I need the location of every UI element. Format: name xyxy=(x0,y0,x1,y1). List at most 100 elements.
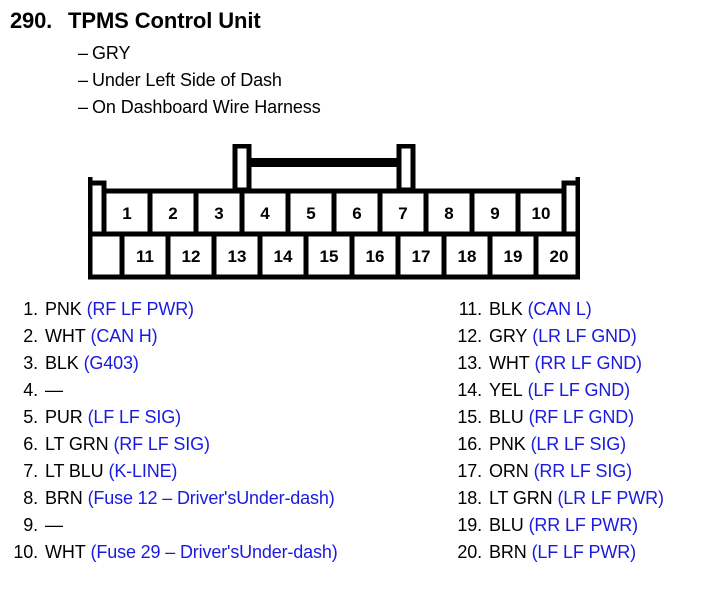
pin-assignment-number: 18. xyxy=(457,488,482,508)
pin-assignment-number: 4. xyxy=(23,380,38,400)
pin-assignment-row: 16.PNK(LR LF SIG) xyxy=(440,431,703,458)
pin-assignment-row: 17. ORN(RR LF SIG) xyxy=(440,458,703,485)
pin-assignment-row: 1. PNK(RF LF PWR) xyxy=(0,296,430,323)
pin-assignment-number: 15. xyxy=(457,407,482,427)
bullet-dash-icon: – xyxy=(78,43,88,63)
pin-wire-color: LT BLU xyxy=(45,461,104,481)
pin-assignment-row: 3.BLK(G403) xyxy=(0,350,430,377)
pin-wire-color: BLK xyxy=(45,353,79,373)
pin-assignment-row: 14. YEL(LF LF GND) xyxy=(440,377,703,404)
pin-list-right-column: 11.BLK(CAN L) 12. GRY(LR LF GND) 13.WHT(RR … xyxy=(440,296,703,566)
pin-circuit-description: (G403) xyxy=(83,353,139,373)
title-number: 290. xyxy=(10,8,53,33)
pin-circuit-description: (K-LINE) xyxy=(108,461,178,481)
pin-circuit-description: (CAN H) xyxy=(90,326,158,346)
pin-assignment-row: 2. WHT(CAN H) xyxy=(0,323,430,350)
pin-wire-color: PNK xyxy=(45,299,82,319)
pin-number-20: 20 xyxy=(550,247,569,266)
pin-assignment-row: 7. LT BLU(K-LINE) xyxy=(0,458,430,485)
pin-circuit-description: (LR LF PWR) xyxy=(557,488,664,508)
pin-circuit-description: (LF LF GND) xyxy=(527,380,631,400)
header-detail-text: GRY xyxy=(92,43,131,63)
pin-circuit-description: (RF LF PWR) xyxy=(86,299,194,319)
pin-assignment-number: 2. xyxy=(23,326,38,346)
pin-assignment-number: 7. xyxy=(23,461,38,481)
pin-assignment-row: 4. — xyxy=(0,377,430,404)
pin-wire-color: — xyxy=(45,380,63,400)
pin-circuit-description: (RR LF SIG) xyxy=(533,461,633,481)
pin-circuit-description: (LF LF PWR) xyxy=(531,542,637,562)
pin-wire-color: BRN xyxy=(489,542,527,562)
pin-assignment-row: 20. BRN(LF LF PWR) xyxy=(440,539,703,566)
bullet-dash-icon: – xyxy=(78,97,88,117)
pin-number-6: 6 xyxy=(352,204,361,223)
pin-assignment-number: 17. xyxy=(457,461,482,481)
pin-wire-color: PNK xyxy=(489,434,526,454)
pin-number-11: 11 xyxy=(136,247,154,266)
pin-wire-color: BLU xyxy=(489,407,524,427)
pin-wire-color: LT GRN xyxy=(489,488,553,508)
pin-wire-color: GRY xyxy=(489,326,528,346)
pin-circuit-description: (LR LF GND) xyxy=(532,326,637,346)
pin-assignment-row: 5. PUR(LF LF SIG) xyxy=(0,404,430,431)
pin-wire-color: BLU xyxy=(489,515,524,535)
pin-assignment-row: 13.WHT(RR LF GND) xyxy=(440,350,703,377)
pin-assignment-number: 8. xyxy=(23,488,38,508)
pin-assignment-number: 9. xyxy=(23,515,38,535)
header-detail-connector-color: –GRY xyxy=(78,43,130,64)
pin-assignment-number: 19. xyxy=(457,515,482,535)
pin-number-5: 5 xyxy=(306,204,315,223)
pin-assignment-number: 1. xyxy=(23,299,38,319)
pin-assignment-number: 10. xyxy=(13,542,38,562)
connector-bottom-row: 11 12 13 14 15 16 17 18 19 20 xyxy=(119,234,569,277)
pin-number-14: 14 xyxy=(274,247,293,266)
pin-circuit-description: (Fuse 29 – Driver'sUnder-dash) xyxy=(90,542,338,562)
pin-wire-color: LT GRN xyxy=(45,434,109,454)
pin-wire-color: PUR xyxy=(45,407,83,427)
pin-wire-color: BLK xyxy=(489,299,523,319)
pin-wire-color: YEL xyxy=(489,380,523,400)
title-text: TPMS Control Unit xyxy=(68,8,261,33)
pin-assignment-row: 15. BLU(RF LF GND) xyxy=(440,404,703,431)
header-detail-location: –Under Left Side of Dash xyxy=(78,70,282,91)
pin-number-19: 19 xyxy=(504,247,523,266)
pin-wire-color: BRN xyxy=(45,488,83,508)
pin-wire-color: — xyxy=(45,515,63,535)
pin-circuit-description: (RF LF GND) xyxy=(528,407,634,427)
pin-assignment-number: 20. xyxy=(457,542,482,562)
pin-assignment-number: 14. xyxy=(457,380,482,400)
pin-number-18: 18 xyxy=(458,247,477,266)
pin-assignment-number: 13. xyxy=(457,353,482,373)
pin-circuit-description: (LF LF SIG) xyxy=(87,407,182,427)
pin-wire-color: ORN xyxy=(489,461,529,481)
pin-assignment-number: 16. xyxy=(457,434,482,454)
pin-number-17: 17 xyxy=(412,247,431,266)
pin-assignment-number: 5. xyxy=(23,407,38,427)
pin-circuit-description: (RF LF SIG) xyxy=(113,434,210,454)
pin-assignment-row: 11.BLK(CAN L) xyxy=(440,296,703,323)
connector-diagram: 1 2 3 4 5 6 7 8 9 10 11 12 13 14 xyxy=(88,144,580,280)
pin-list-left-column: 1.PNK(RF LF PWR)2.WHT(CAN H)3.BLK(G403)4… xyxy=(0,296,430,566)
pin-number-12: 12 xyxy=(182,247,201,266)
pin-wire-color: WHT xyxy=(45,326,86,346)
pin-circuit-description: (CAN L) xyxy=(527,299,592,319)
pin-number-2: 2 xyxy=(168,204,177,223)
header-detail-text: Under Left Side of Dash xyxy=(92,70,282,90)
pin-assignment-row: 10.WHT(Fuse 29 – Driver'sUnder-dash) xyxy=(0,539,430,566)
pin-circuit-description: (Fuse 12 – Driver'sUnder-dash) xyxy=(87,488,335,508)
pin-assignment-number: 12. xyxy=(457,326,482,346)
pin-number-7: 7 xyxy=(398,204,407,223)
pin-circuit-description: (RR LF GND) xyxy=(534,353,642,373)
pin-number-9: 9 xyxy=(490,204,499,223)
pin-number-13: 13 xyxy=(228,247,247,266)
pin-assignment-row: 8. BRN(Fuse 12 – Driver'sUnder-dash) xyxy=(0,485,430,512)
pin-number-15: 15 xyxy=(320,247,339,266)
pin-circuit-description: (RR LF PWR) xyxy=(528,515,638,535)
bullet-dash-icon: – xyxy=(78,70,88,90)
connector-top-row: 1 2 3 4 5 6 7 8 9 10 xyxy=(101,191,567,234)
header-detail-text: On Dashboard Wire Harness xyxy=(92,97,321,117)
pin-assignment-row: 12. GRY(LR LF GND) xyxy=(440,323,703,350)
pin-number-1: 1 xyxy=(122,204,131,223)
pin-assignment-number: 6. xyxy=(23,434,38,454)
pin-assignment-row: 18. LT GRN(LR LF PWR) xyxy=(440,485,703,512)
